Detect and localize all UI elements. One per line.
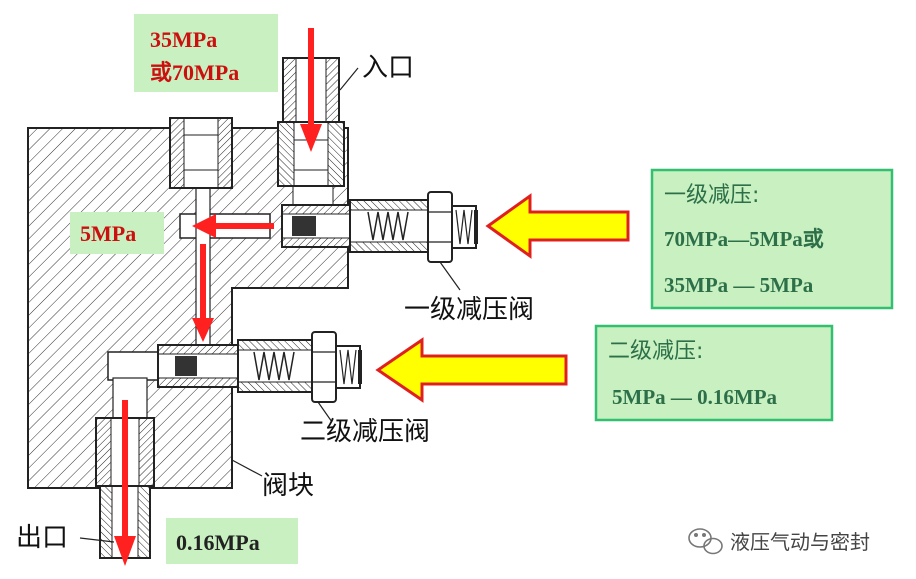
leader-lines xyxy=(79,67,461,543)
watermark: 液压气动与密封 xyxy=(688,528,870,555)
inlet-flow-arrow xyxy=(300,28,322,152)
svg-text:70MPa—5MPa或: 70MPa—5MPa或 xyxy=(664,227,824,251)
stage1-input-arrow xyxy=(485,193,630,259)
stage2-description-box: 二级减压: 5MPa — 0.16MPa xyxy=(594,324,834,422)
block-label: 阀块 xyxy=(262,471,314,501)
outlet-label: 出口 xyxy=(16,523,68,553)
watermark-text: 液压气动与密封 xyxy=(730,530,870,554)
mid-flow-arrow-left xyxy=(192,214,274,238)
mid-flow-arrow-down xyxy=(192,244,214,342)
stage1-valve xyxy=(281,191,478,263)
valve1-label: 一级减压阀 xyxy=(404,295,534,325)
svg-text:5MPa — 0.16MPa: 5MPa — 0.16MPa xyxy=(612,385,778,409)
inlet-label: 入口 xyxy=(362,53,414,83)
stage2-input-arrow xyxy=(375,337,568,403)
svg-text:35MPa: 35MPa xyxy=(150,27,217,52)
stage1-description-box: 一级减压: 70MPa—5MPa或 35MPa — 5MPa xyxy=(650,168,894,310)
top-port-fitting xyxy=(169,117,233,189)
svg-text:35MPa — 5MPa: 35MPa — 5MPa xyxy=(664,273,814,297)
svg-text:二级减压:: 二级减压: xyxy=(608,339,703,364)
inlet-pressure-label: 35MPa 或70MPa xyxy=(134,14,278,92)
flow-arrows xyxy=(114,28,322,566)
outlet-pressure-label: 0.16MPa xyxy=(166,518,298,564)
svg-text:0.16MPa: 0.16MPa xyxy=(176,530,260,555)
stage2-spring xyxy=(253,351,295,381)
stage2-valve xyxy=(157,331,362,403)
svg-text:一级减压:: 一级减压: xyxy=(664,183,759,208)
svg-text:或70MPa: 或70MPa xyxy=(150,60,239,85)
stage1-spring xyxy=(367,211,409,241)
mid-pressure-label: 5MPa xyxy=(70,212,164,254)
valve2-label: 二级减压阀 xyxy=(300,417,430,447)
wechat-icon xyxy=(688,528,723,555)
svg-text:5MPa: 5MPa xyxy=(80,221,136,246)
outlet-flow-arrow xyxy=(114,400,136,566)
